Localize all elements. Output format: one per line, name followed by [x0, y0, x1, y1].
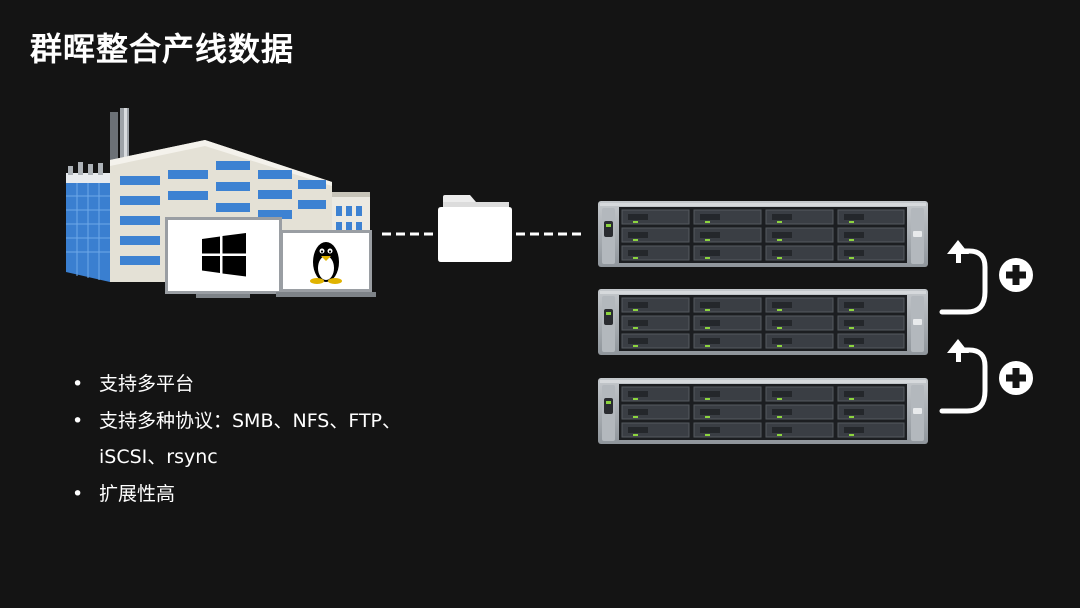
windows-monitor [165, 217, 282, 298]
linux-tux-icon [310, 242, 342, 284]
curved-up-arrow-icon [942, 339, 985, 411]
folder-icon [438, 195, 512, 262]
nas-server-3 [597, 377, 929, 445]
plus-circle-icon [999, 258, 1033, 292]
bullet-marker: • [72, 409, 84, 432]
linux-monitor [276, 230, 376, 297]
plus-circle-icon [999, 361, 1033, 395]
nas-server-1 [597, 200, 929, 268]
nas-server-2 [597, 288, 929, 356]
feature-item: •扩展性高 [72, 476, 452, 513]
curved-up-arrow-icon [942, 240, 985, 312]
page-title: 群晖整合产线数据 [30, 30, 295, 68]
feature-list: •支持多平台 •支持多种协议：SMB、NFS、FTP、iSCSI、rsync •… [72, 366, 452, 512]
feature-item: •支持多平台 [72, 366, 452, 403]
windows-logo-icon [202, 233, 246, 277]
bullet-marker: • [72, 482, 84, 505]
bullet-marker: • [72, 373, 84, 395]
feature-item: •支持多种协议：SMB、NFS、FTP、iSCSI、rsync [72, 403, 452, 476]
